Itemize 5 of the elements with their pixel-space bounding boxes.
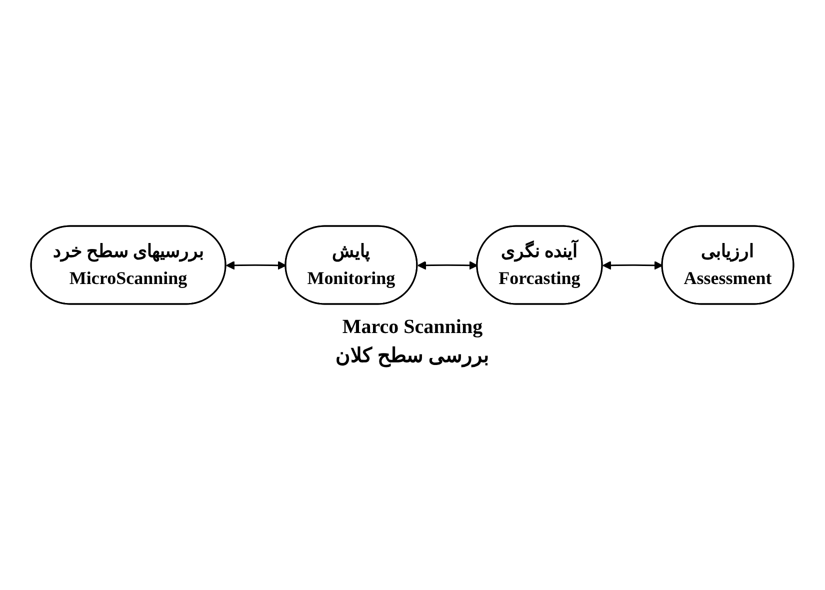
- center-label: Marco Scanning: [341, 316, 484, 339]
- arrow: [418, 260, 478, 270]
- arrow: [226, 260, 287, 270]
- center-label: بررسی سطح کلان: [336, 344, 490, 368]
- arrow: [602, 260, 664, 270]
